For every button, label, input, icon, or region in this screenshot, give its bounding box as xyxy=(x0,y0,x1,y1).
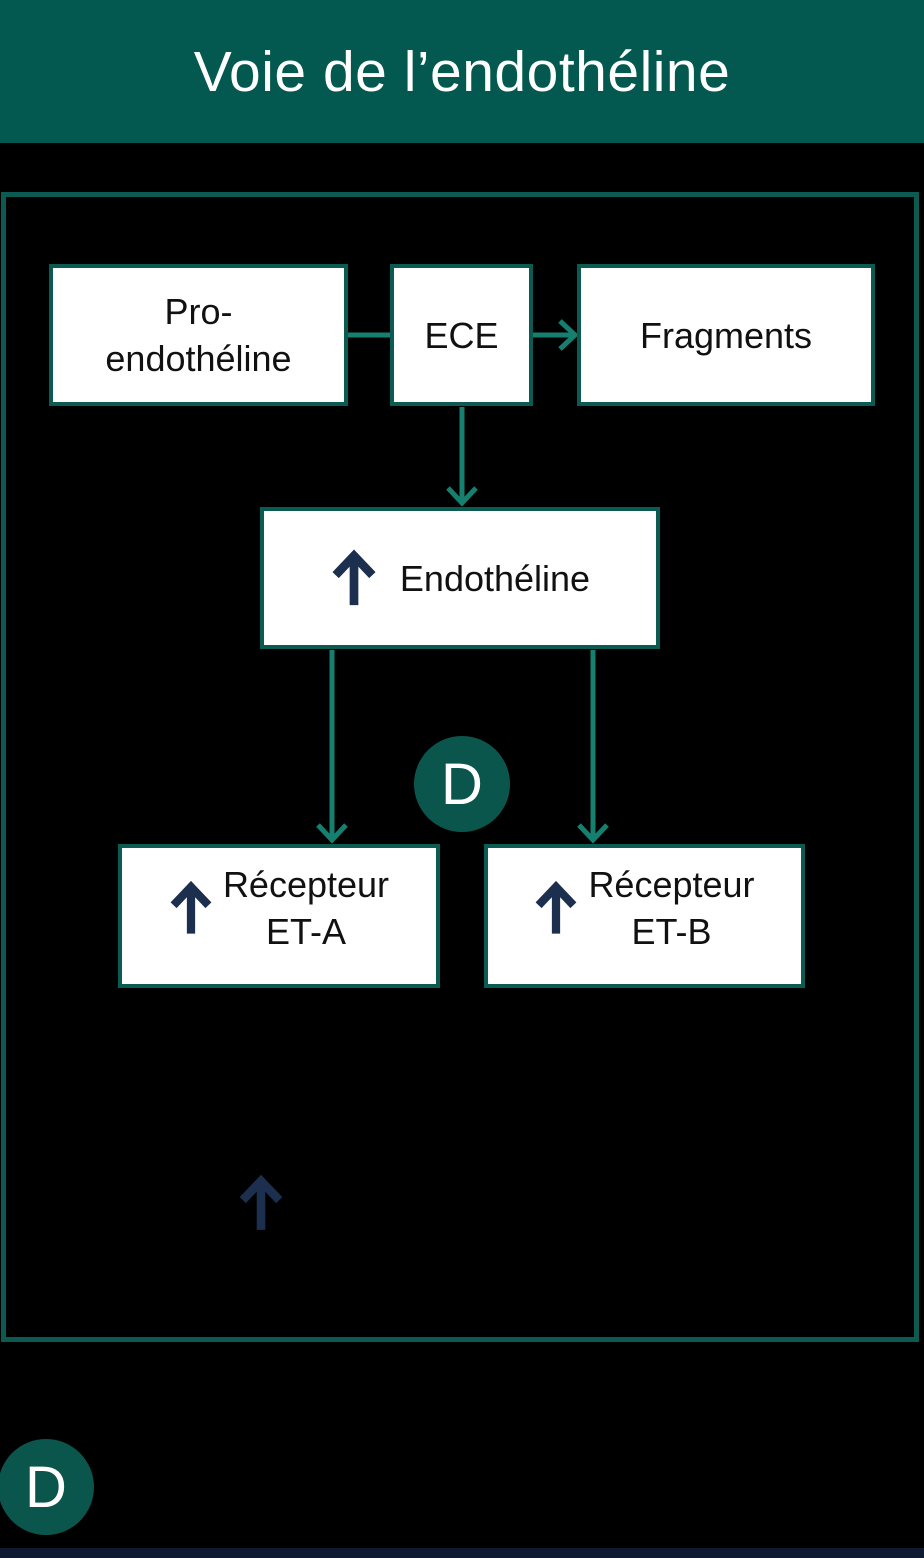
recepteur-et-a-label-line1: Récepteur xyxy=(222,864,390,905)
footer-d-badge-label: D xyxy=(25,1454,67,1520)
increase-arrow-icon xyxy=(170,880,212,934)
box-fragments: Fragments xyxy=(577,264,875,406)
box-recepteur-et-b: Récepteur ET-B xyxy=(484,844,805,988)
pathway-frame xyxy=(1,192,919,1342)
footer-bar xyxy=(0,1548,924,1558)
footer-d-badge: D xyxy=(0,1439,94,1535)
increase-arrow-icon xyxy=(536,880,577,934)
fragments-label: Fragments xyxy=(639,314,813,356)
box-pro-endotheline: Pro- endothéline xyxy=(49,264,348,406)
header-bar: Voie de l’endothéline xyxy=(0,0,924,143)
recepteur-et-a-label-line2: ET-A xyxy=(265,911,346,952)
ece-label: ECE xyxy=(424,314,499,356)
page-title: Voie de l’endothéline xyxy=(193,39,731,104)
pathway-d-badge: D xyxy=(414,736,510,832)
pro-endotheline-label-line1: Pro- xyxy=(164,291,233,332)
box-endotheline: Endothéline xyxy=(260,507,660,649)
box-recepteur-et-a: Récepteur ET-A xyxy=(118,844,440,988)
recepteur-et-b-label-line1: Récepteur xyxy=(588,864,755,905)
recepteur-et-b-label-line2: ET-B xyxy=(631,911,712,952)
box-ece: ECE xyxy=(390,264,533,406)
endotheline-label: Endothéline xyxy=(399,557,591,599)
increase-arrow-icon xyxy=(332,549,376,606)
pro-endotheline-label-line2: endothéline xyxy=(105,338,292,379)
legend-increase-arrow-icon xyxy=(238,1174,284,1237)
pathway-d-badge-label: D xyxy=(441,751,483,817)
